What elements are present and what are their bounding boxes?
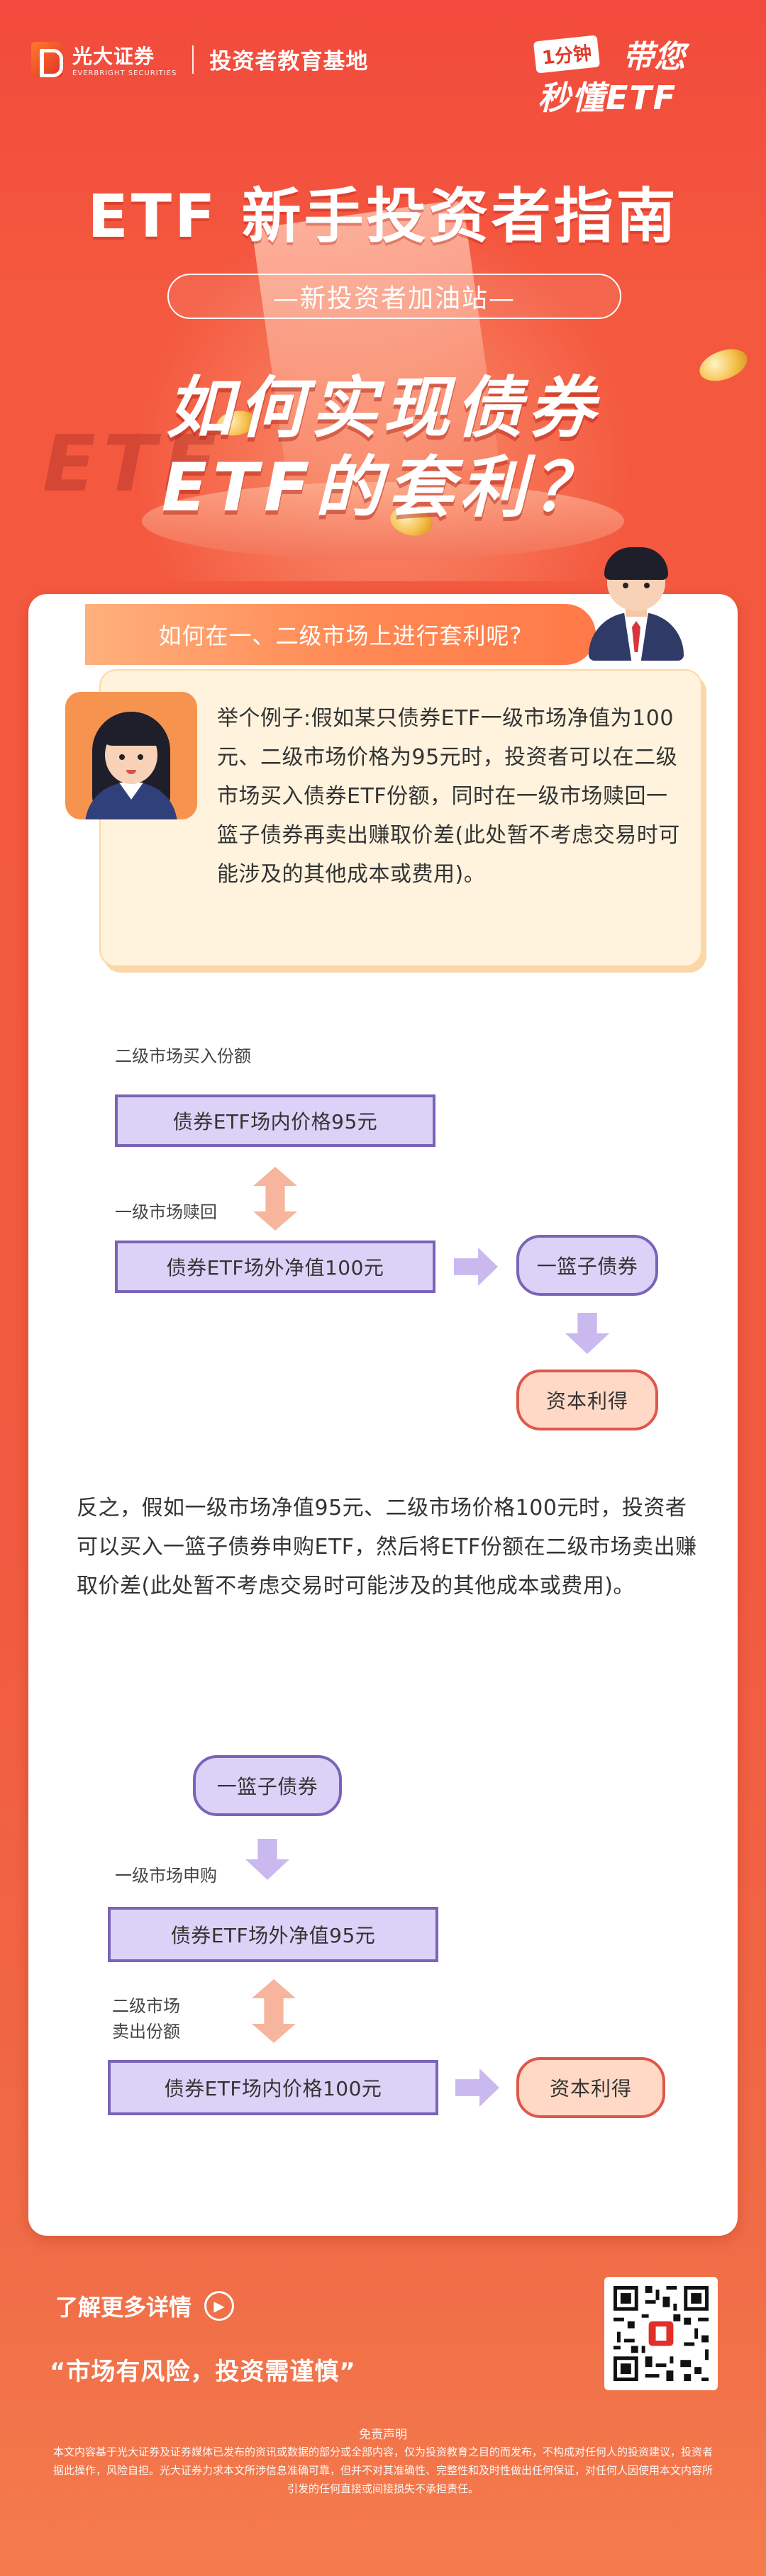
brand-divider <box>192 45 194 74</box>
brand-en: EVERBRIGHT SECURITIES <box>72 69 177 77</box>
example-text: 举个例子:假如某只债券ETF一级市场净值为100元、二级市场价格为95元时，投资… <box>217 706 680 887</box>
flow1-box-capital-gain: 资本利得 <box>516 1370 658 1430</box>
slogan-line2: 秒懂ETF <box>538 79 677 117</box>
businessman-avatar <box>583 547 689 661</box>
flow2-box-nav: 债券ETF场外净值95元 <box>108 1907 438 1962</box>
everbright-logo-icon <box>31 41 63 77</box>
hero-watermark: ETF <box>43 418 224 509</box>
play-arrow-icon[interactable]: ▶ <box>204 2291 235 2321</box>
flow1-label-mid: 一级市场赎回 <box>115 1202 217 1222</box>
hero-question-line2: ETF的套利？ <box>161 449 605 527</box>
learn-more-label: 了解更多详情 <box>55 2294 192 2321</box>
flow1-box-nav: 债券ETF场外净值100元 <box>115 1241 435 1293</box>
example-bubble <box>99 669 702 967</box>
brand-subtitle: 投资者教育基地 <box>209 49 369 74</box>
slogan-line1: 带您 <box>623 39 685 75</box>
slogan-badge: 1分钟 <box>533 35 601 74</box>
flow2-label-subscribe: 一级市场申购 <box>115 1866 217 1886</box>
businesswoman-avatar <box>65 692 197 819</box>
risk-warning: “市场有风险，投资需谨慎” <box>50 2358 356 2386</box>
flow2-box-market-price: 债券ETF场内价格100元 <box>108 2060 438 2115</box>
disclaimer-text: 本文内容基于光大证券及证券媒体已发布的资讯或数据的部分或全部内容，仅为投资教育之… <box>52 2446 713 2495</box>
podium-illustration <box>142 482 624 560</box>
flow2-label-sell-a: 二级市场 <box>112 1996 180 2016</box>
flow2-box-capital-gain: 资本利得 <box>516 2057 665 2118</box>
page-title: ETF 新手投资者指南 <box>87 181 679 251</box>
hero-pill: —新投资者加油站— <box>167 274 621 319</box>
qr-code-graphic <box>610 2283 712 2385</box>
reverse-example-text: 反之，假如一级市场净值95元、二级市场价格100元时，投资者可以买入一篮子债券申… <box>77 1496 697 1598</box>
brand-name: 光大证券 EVERBRIGHT SECURITIES <box>72 41 177 77</box>
flow1-box-basket: 一篮子债券 <box>516 1235 658 1296</box>
flow1-box-market-price: 债券ETF场内价格95元 <box>115 1094 435 1147</box>
brand-cn: 光大证券 <box>72 45 155 68</box>
flow2-label-sell-b: 卖出份额 <box>112 2022 180 2042</box>
learn-more-link[interactable]: 了解更多详情 ▶ <box>55 2290 235 2322</box>
flow2-box-basket: 一篮子债券 <box>193 1755 342 1816</box>
slogan: 1分钟 带您 秒懂ETF <box>529 28 735 117</box>
question-banner: 如何在一、二级市场上进行套利呢? <box>85 604 596 665</box>
hero-question-line1: 如何实现债券 <box>165 370 600 447</box>
brand-header: 光大证券 EVERBRIGHT SECURITIES 投资者教育基地 <box>31 41 368 77</box>
flow1-label-top: 二级市场买入份额 <box>115 1046 251 1066</box>
qr-code-icon[interactable] <box>604 2277 718 2390</box>
disclaimer-title: 免责声明 <box>359 2428 407 2442</box>
